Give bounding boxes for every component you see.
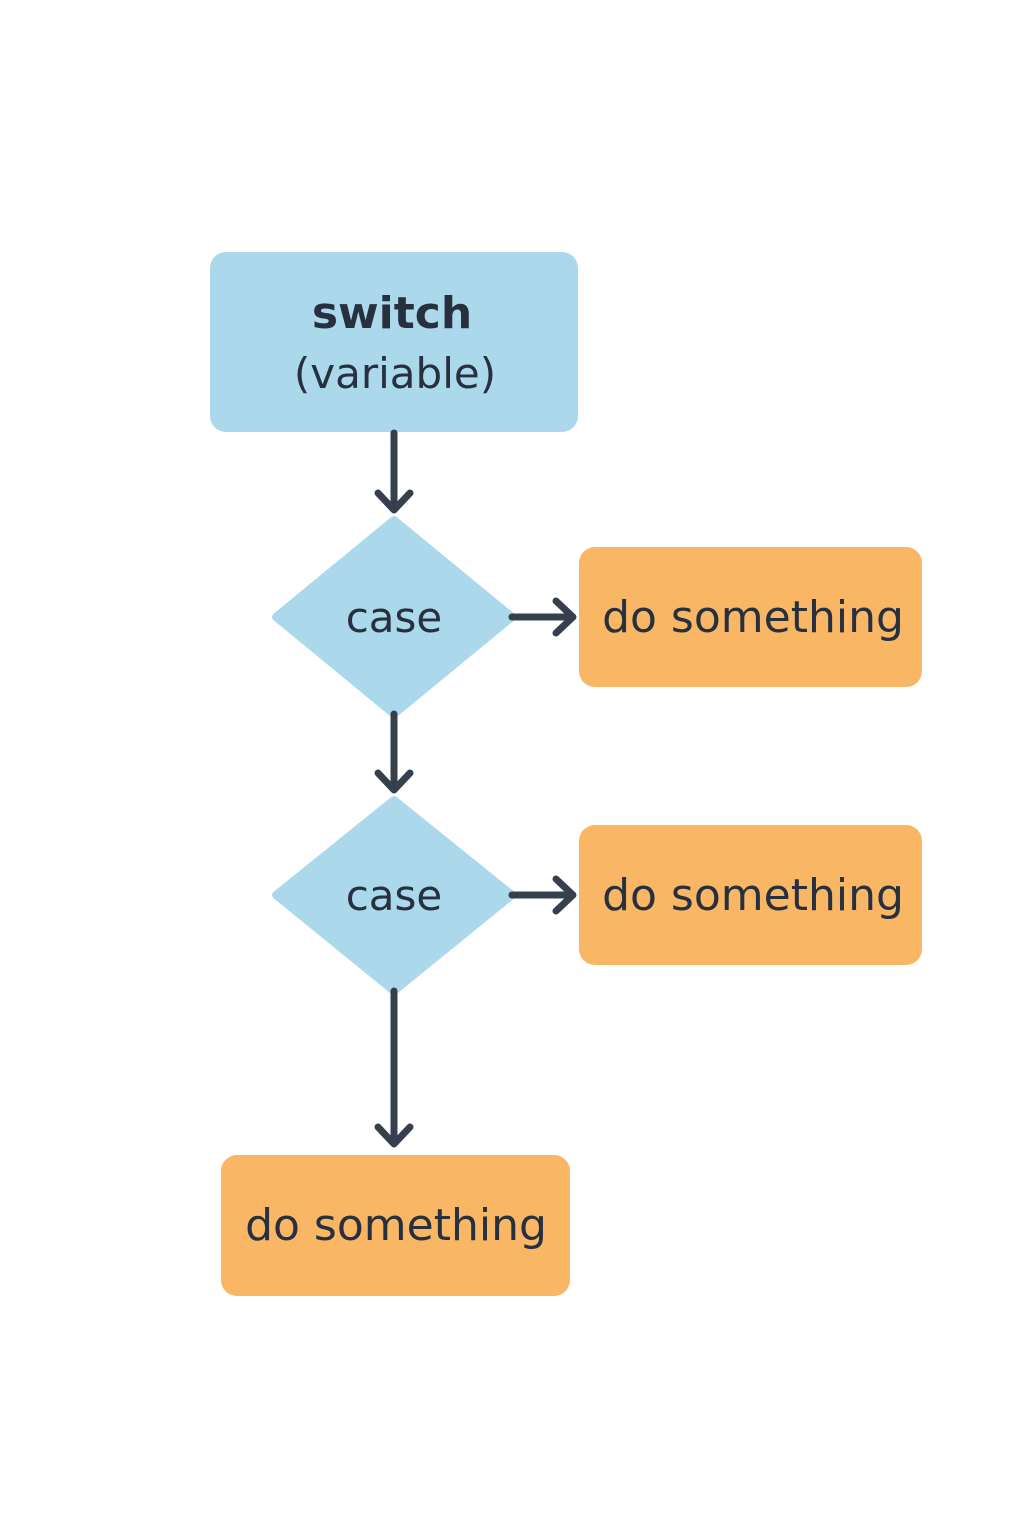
case-node-2: case bbox=[272, 796, 516, 995]
action-node-1: do something bbox=[579, 547, 922, 687]
switch-node-subtitle: (variable) bbox=[294, 349, 496, 398]
case-node-1: case bbox=[272, 516, 516, 718]
action-1-label: do something bbox=[602, 592, 904, 643]
case-2-label: case bbox=[346, 871, 443, 920]
action-2-box bbox=[579, 825, 922, 965]
switch-node: switch (variable) bbox=[210, 252, 578, 432]
arrow-switch-to-case-1 bbox=[374, 429, 414, 514]
switch-node-box bbox=[210, 252, 578, 432]
arrow-case-1-to-action-1 bbox=[508, 597, 577, 637]
action-node-2: do something bbox=[579, 825, 922, 965]
default-action-label: do something bbox=[245, 1200, 547, 1251]
case-1-label: case bbox=[346, 593, 443, 642]
action-2-label: do something bbox=[602, 870, 904, 921]
default-action-box bbox=[221, 1155, 570, 1296]
arrow-case-1-to-case-2 bbox=[374, 710, 414, 794]
default-action-node: do something bbox=[221, 1155, 570, 1296]
arrow-case-2-to-default bbox=[374, 987, 414, 1148]
arrow-case-2-to-action-2 bbox=[508, 875, 577, 915]
action-1-box bbox=[579, 547, 922, 687]
switch-node-title: switch bbox=[312, 288, 472, 339]
